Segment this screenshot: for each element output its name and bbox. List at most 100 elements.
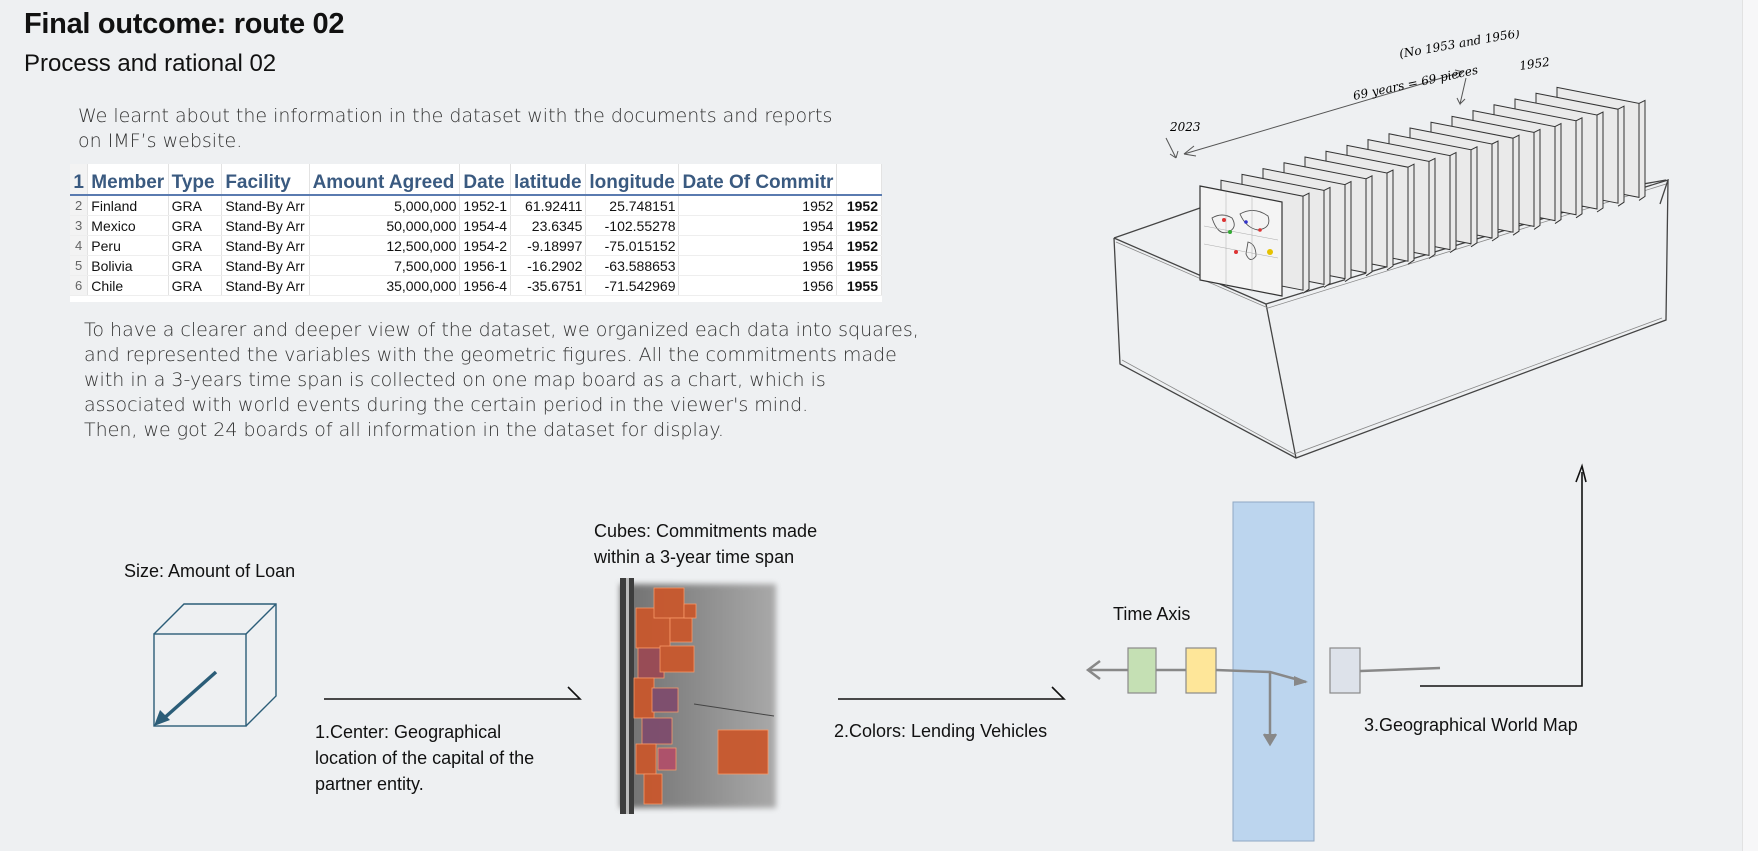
table-cell: 1954 [678, 235, 838, 256]
table-cell: 1954-2 [459, 235, 511, 256]
table-cell: 50,000,000 [309, 215, 461, 236]
page-subtitle: Process and rational 02 [24, 50, 277, 77]
table-cell: GRA [168, 235, 223, 256]
grey-vehicle-block [1329, 647, 1361, 694]
time-axis-label: Time Axis [1113, 604, 1191, 624]
column-header: latitude [510, 164, 587, 196]
column-header: Amount Agreed [309, 164, 461, 196]
table-cell: Finland [87, 195, 169, 216]
row-number: 6 [70, 275, 89, 296]
column-header: Date [459, 164, 511, 196]
table-cell: Stand-By Arr [221, 215, 310, 236]
center-arrow [324, 686, 582, 700]
row-number: 5 [70, 255, 89, 276]
table-cell: 25.748151 [585, 195, 680, 216]
column-header: Date Of Commitr [678, 164, 838, 196]
row-number: 1 [70, 164, 89, 196]
first-board-map [1199, 185, 1283, 297]
table-cell: 1952 [836, 195, 882, 216]
table-cell: 1955 [836, 255, 882, 276]
center-label-line-1: 1.Center: Geographical [315, 722, 502, 742]
table-cell: 61.92411 [510, 195, 587, 216]
table-cell: GRA [168, 275, 223, 296]
column-header: Member [87, 164, 169, 196]
row-number: 3 [70, 215, 89, 236]
size-label: Size: Amount of Loan [124, 561, 296, 581]
row-number: 2 [70, 195, 89, 216]
table-cell: 35,000,000 [309, 275, 461, 296]
sketch-label-2023: 2023 [1169, 120, 1201, 134]
board-stack [1220, 86, 1646, 294]
center-label-line-2: location of the capital of the [315, 748, 535, 768]
table-cell: 1956 [678, 275, 838, 296]
table-cell: Stand-By Arr [221, 255, 310, 276]
table-cell: 1954-4 [459, 215, 511, 236]
table-cell: Stand-By Arr [221, 275, 310, 296]
center-label: 1.Center: Geographical location of the c… [315, 719, 534, 797]
sketch-note-years: 69 years = 69 pieces [1352, 63, 1480, 103]
table-cell: 1956 [678, 255, 838, 276]
board-layer-diagram [1085, 463, 1587, 842]
column-header: Facility [221, 164, 310, 196]
table-cell: 12,500,000 [309, 235, 461, 256]
table-cell: -63.588653 [585, 255, 680, 276]
sketch-note-missing-years: (No 1953 and 1956) [1398, 30, 1521, 61]
column-header: longitude [585, 164, 680, 196]
table-cell: Chile [87, 275, 169, 296]
table-cell: GRA [168, 215, 223, 236]
table-cell: 7,500,000 [309, 255, 461, 276]
column-header: Type [168, 164, 223, 196]
sketch-label-1952: 1952 [1518, 55, 1550, 73]
table-cell: 23.6345 [510, 215, 587, 236]
table-cell: 1954 [678, 215, 838, 236]
table-cell: -9.18997 [510, 235, 587, 256]
table-cell: -35.6751 [510, 275, 587, 296]
green-vehicle-block [1127, 647, 1157, 694]
cubes-label-line-2: within a 3-year time span [594, 547, 795, 567]
table-cell: 1952-1 [459, 195, 511, 216]
table-cell: -102.55278 [585, 215, 680, 236]
table-cell: Mexico [87, 215, 169, 236]
map-label: 3.Geographical World Map [1364, 715, 1578, 735]
timeline-arrow [1165, 69, 1467, 159]
table-cell: 1956-1 [459, 255, 511, 276]
table-cell: Peru [87, 235, 169, 256]
table-cell: -75.015152 [585, 235, 680, 256]
table-cell: 1955 [836, 275, 882, 296]
center-label-line-3: partner entity. [315, 774, 424, 794]
table-cell: -71.542969 [585, 275, 680, 296]
colors-arrow [838, 686, 1066, 700]
table-cell: Stand-By Arr [221, 235, 310, 256]
colors-label: 2.Colors: Lending Vehicles [834, 721, 1048, 741]
table-cell: 1952 [836, 215, 882, 236]
table-cell: Stand-By Arr [221, 195, 310, 216]
process-paragraph: To have a clearer and deeper view of the… [84, 319, 919, 441]
table-cell: 1952 [836, 235, 882, 256]
cube-render-image [620, 578, 776, 814]
cubes-label: Cubes: Commitments made within a 3-year … [594, 518, 817, 570]
table-cell: -16.2902 [510, 255, 587, 276]
table-cell: GRA [168, 195, 223, 216]
display-sketch: (No 1953 and 1956) 69 years = 69 pieces … [1113, 30, 1670, 459]
table-cell: 5,000,000 [309, 195, 461, 216]
cube-icon [153, 603, 277, 727]
cubes-label-line-1: Cubes: Commitments made [594, 521, 818, 541]
intro-paragraph: We learnt about the information in the d… [78, 105, 833, 152]
row-number: 4 [70, 235, 89, 256]
table-cell: GRA [168, 255, 223, 276]
table-cell: 1952 [678, 195, 838, 216]
page-title: Final outcome: route 02 [24, 8, 345, 40]
table-cell: 1956-4 [459, 275, 511, 296]
column-header [836, 164, 882, 196]
scroll-edge [1742, 0, 1758, 851]
yellow-vehicle-block [1185, 647, 1217, 694]
table-cell: Bolivia [87, 255, 169, 276]
